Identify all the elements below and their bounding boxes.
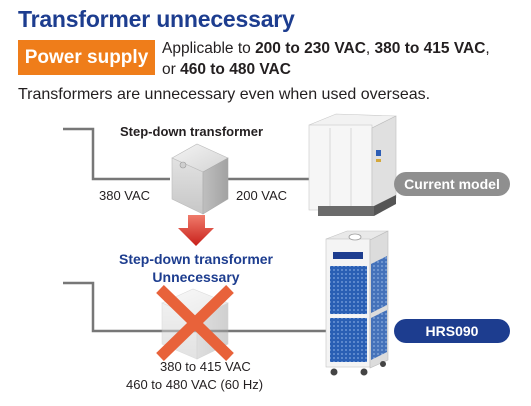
- new-transformer-label: Step-down transformer Unnecessary: [116, 251, 276, 285]
- hrs090-model-badge: HRS090: [394, 319, 510, 343]
- voltage-range-3: 460 to 480 VAC: [180, 61, 291, 78]
- voltage-range-1: 200 to 230 VAC: [255, 40, 366, 57]
- current-model-badge: Current model: [394, 172, 510, 196]
- current-transformer-label: Step-down transformer: [120, 124, 264, 139]
- transformer-icon: [171, 143, 229, 215]
- applicable-sep-3: or: [162, 61, 181, 78]
- hrs090-chiller-icon: [325, 230, 389, 376]
- current-input-voltage: 380 VAC: [99, 188, 151, 203]
- new-voltage-2: 460 to 480 VAC (60 Hz): [126, 377, 264, 392]
- down-arrow-icon: [178, 215, 214, 246]
- current-output-voltage: 200 VAC: [236, 188, 288, 203]
- applicable-prefix: Applicable to: [162, 40, 256, 57]
- applicable-sep-2: ,: [485, 40, 490, 57]
- cross-icon: [156, 285, 234, 361]
- wire-current-input: [63, 127, 170, 181]
- new-transformer-line2: Unnecessary: [152, 269, 240, 285]
- new-voltage-1: 380 to 415 VAC: [160, 359, 251, 374]
- applicable-sep-1: ,: [365, 40, 375, 57]
- power-supply-badge: Power supply: [18, 40, 155, 75]
- applicable-voltage-text: Applicable to 200 to 230 VAC, 380 to 415…: [162, 38, 490, 80]
- new-transformer-line1: Step-down transformer: [118, 251, 273, 267]
- subtitle: Transformers are unnecessary even when u…: [18, 86, 431, 103]
- current-model-chiller-icon: [308, 113, 397, 216]
- voltage-range-2: 380 to 415 VAC: [374, 40, 486, 57]
- page-title: Transformer unnecessary: [18, 6, 295, 32]
